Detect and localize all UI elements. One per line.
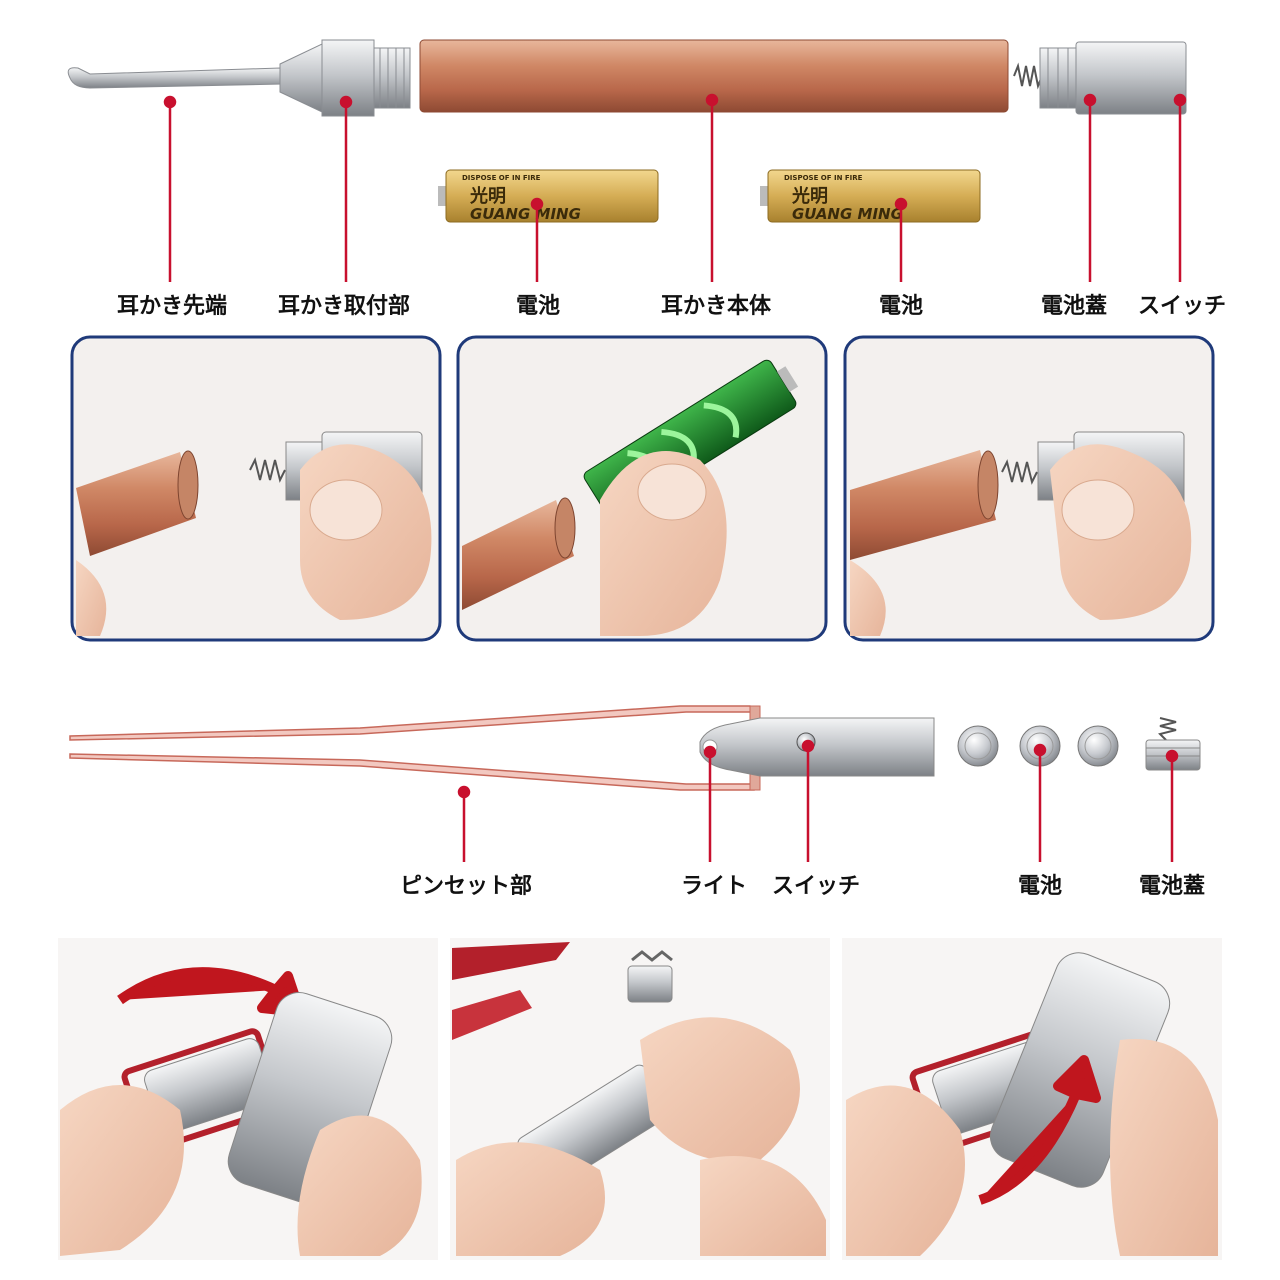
label-ear-pick-body: 耳かき本体 xyxy=(661,294,772,319)
aaa-battery-left: DISPOSE OF IN FIRE 光明 GUANG MING xyxy=(438,169,659,223)
label-ear-pick-tip: 耳かき先端 xyxy=(117,294,227,319)
label-light: ライト xyxy=(681,874,747,899)
label-tweezer-switch: スイッチ xyxy=(772,874,860,899)
svg-text:DISPOSE OF IN FIRE: DISPOSE OF IN FIRE xyxy=(462,174,541,182)
spring-icon xyxy=(631,950,673,962)
tweezers-leaders xyxy=(457,739,1179,862)
curved-arrow-icon xyxy=(117,967,305,1017)
photo-insert-cap xyxy=(450,938,830,1260)
assembly-panels-ear-pick xyxy=(70,335,1215,642)
svg-text:GUANG MING: GUANG MING xyxy=(470,205,581,223)
spring-icon xyxy=(249,457,286,483)
ear-pick-body xyxy=(419,39,1009,113)
label-tweezer-part: ピンセット部 xyxy=(400,873,532,899)
svg-text:GUANG MING: GUANG MING xyxy=(792,205,903,223)
svg-text:光明: 光明 xyxy=(469,185,506,207)
tweezer-handle xyxy=(699,717,935,777)
curved-arrow-icon xyxy=(978,1055,1101,1205)
label-ear-pick-mount: 耳かき取付部 xyxy=(278,293,410,319)
photo-rotate-close xyxy=(842,938,1222,1260)
label-tweezer-battery-cap: 電池蓋 xyxy=(1139,873,1205,899)
tweezer-arms xyxy=(69,705,761,791)
label-battery-1: 電池 xyxy=(516,294,560,319)
ear-pick-leaders xyxy=(163,93,1187,282)
photo-rotate-open xyxy=(58,938,438,1260)
spring-icon xyxy=(1013,62,1043,90)
panel-attach-cap xyxy=(843,335,1215,642)
spring-icon xyxy=(1001,459,1038,485)
panel-remove-cap xyxy=(70,335,442,642)
label-battery-cap: 電池蓋 xyxy=(1041,293,1107,319)
svg-text:光明: 光明 xyxy=(791,185,828,207)
ear-pick-tip xyxy=(67,67,283,89)
ear-pick-battery-cap xyxy=(1039,41,1187,115)
label-battery-2: 電池 xyxy=(879,294,923,319)
label-tweezer-battery: 電池 xyxy=(1018,874,1062,899)
tweezers-diagram: ピンセット部 ライト スイッチ 電池 電池蓋 xyxy=(69,705,1205,899)
spring-icon xyxy=(1158,717,1177,741)
panel-insert-battery xyxy=(456,335,828,642)
assembly-photos-tweezers xyxy=(58,938,1222,1260)
label-switch: スイッチ xyxy=(1138,294,1226,319)
svg-text:DISPOSE OF IN FIRE: DISPOSE OF IN FIRE xyxy=(784,174,863,182)
ear-pick-diagram: DISPOSE OF IN FIRE 光明 GUANG MING DISPOSE… xyxy=(67,39,1226,319)
aaa-battery-right: DISPOSE OF IN FIRE 光明 GUANG MING xyxy=(760,169,981,223)
